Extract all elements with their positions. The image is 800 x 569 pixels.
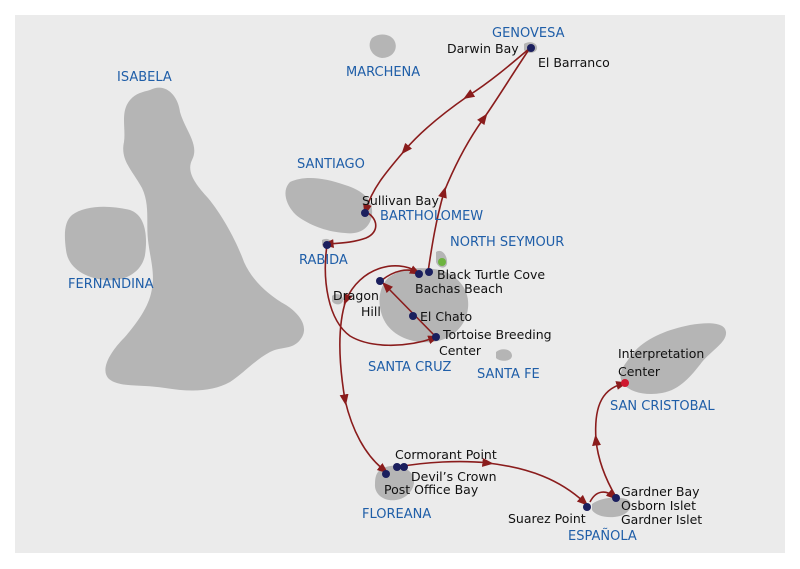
label-isabela: ISABELA xyxy=(117,70,172,85)
label-santiago: SANTIAGO xyxy=(297,157,365,172)
el-chato-marker[interactable] xyxy=(409,312,417,320)
label-fernandina: FERNANDINA xyxy=(68,277,154,292)
label-darwin-bay: Darwin Bay xyxy=(447,41,519,56)
route-bachas-to-floreana-1 xyxy=(343,265,419,306)
route-black-turtle-to-genovesa-1 xyxy=(427,186,447,273)
santiago-island xyxy=(285,178,373,234)
san-cristobal-island xyxy=(620,323,727,394)
interpretation-center-marker[interactable] xyxy=(621,379,629,387)
label-osborn-islet: Osborn Islet xyxy=(621,498,696,513)
marchena-island xyxy=(369,34,396,58)
isabela-island xyxy=(105,87,305,391)
label-floreana: FLOREANA xyxy=(362,507,431,522)
label-santa-fe: SANTA FE xyxy=(477,367,540,382)
santa-fe-island xyxy=(496,349,512,361)
route-sullivan-to-rabida xyxy=(322,211,377,248)
label-black-turtle-cove: Black Turtle Cove xyxy=(437,267,545,282)
label-gardner-bay: Gardner Bay xyxy=(621,484,700,499)
label-interpretation: Interpretation xyxy=(618,346,704,361)
label-san-cristobal: SAN CRISTOBAL xyxy=(610,399,715,414)
post-office-bay-marker[interactable] xyxy=(382,470,390,478)
devils-crown-marker[interactable] xyxy=(400,463,408,471)
label-gardner-islet: Gardner Islet xyxy=(621,512,702,527)
route-tortoise-to-dragon-hill xyxy=(382,282,437,338)
label-hill: Hill xyxy=(361,304,381,319)
label-tortoise-breeding: Tortoise Breeding xyxy=(442,327,552,342)
tortoise-breeding-center-marker[interactable] xyxy=(432,333,440,341)
label-dragon: Dragon xyxy=(333,288,379,303)
dragon-hill-marker[interactable] xyxy=(376,277,384,285)
route-genovesa-to-sullivan-1 xyxy=(463,47,531,100)
rabida-marker[interactable] xyxy=(323,241,331,249)
sullivan-bay-marker[interactable] xyxy=(361,209,369,217)
label-tortoise-center: Center xyxy=(439,343,482,358)
route-bachas-to-floreana-2 xyxy=(339,299,349,406)
label-espanola: ESPAÑOLA xyxy=(568,528,637,544)
label-el-barranco: El Barranco xyxy=(538,55,610,70)
label-santa-cruz: SANTA CRUZ xyxy=(368,360,451,375)
dragon-hill-islet xyxy=(332,294,344,305)
label-bachas-beach: Bachas Beach xyxy=(415,281,503,296)
label-interpretation-center: Center xyxy=(618,364,661,379)
route-gardner-to-interpretation-2 xyxy=(594,381,628,441)
route-black-turtle-to-genovesa-3 xyxy=(483,47,531,119)
route-genovesa-to-sullivan-2 xyxy=(401,95,469,155)
start-marker[interactable] xyxy=(438,258,446,266)
label-el-chato: El Chato xyxy=(420,309,472,324)
label-cormorant-point: Cormorant Point xyxy=(395,447,497,462)
route-black-turtle-to-genovesa-2 xyxy=(443,113,488,193)
label-marchena: MARCHENA xyxy=(346,65,420,80)
label-bartholomew: BARTHOLOMEW xyxy=(380,209,483,224)
label-devils-crown: Devil’s Crown xyxy=(411,469,497,484)
route-dragon-hill-to-bachas xyxy=(381,265,422,281)
label-genovesa: GENOVESA xyxy=(492,26,565,41)
route-gardner-to-interpretation-1 xyxy=(592,434,617,498)
santa-cruz-island xyxy=(379,268,469,343)
route-genovesa-to-sullivan-3 xyxy=(363,149,406,216)
label-north-seymour: NORTH SEYMOUR xyxy=(450,235,564,250)
route-floreana-to-suarez-2 xyxy=(487,462,589,506)
label-suarez-point: Suarez Point xyxy=(508,511,586,526)
fernandina-island xyxy=(64,206,147,281)
darwin-bay-marker[interactable] xyxy=(527,44,535,52)
label-sullivan-bay: Sullivan Bay xyxy=(362,193,439,208)
route-suarez-to-gardner xyxy=(589,488,618,503)
route-rabida-to-tortoise xyxy=(324,244,440,347)
bachas-beach-marker[interactable] xyxy=(415,270,423,278)
black-turtle-cove-marker[interactable] xyxy=(425,268,433,276)
suarez-point-marker[interactable] xyxy=(583,503,591,511)
label-post-office-bay: Post Office Bay xyxy=(384,482,479,497)
gardner-bay-marker[interactable] xyxy=(612,494,620,502)
route-bachas-to-floreana-3 xyxy=(344,399,389,474)
espanola-island xyxy=(592,497,631,518)
cormorant-point-marker[interactable] xyxy=(393,463,401,471)
label-rabida: RABIDA xyxy=(299,253,348,268)
